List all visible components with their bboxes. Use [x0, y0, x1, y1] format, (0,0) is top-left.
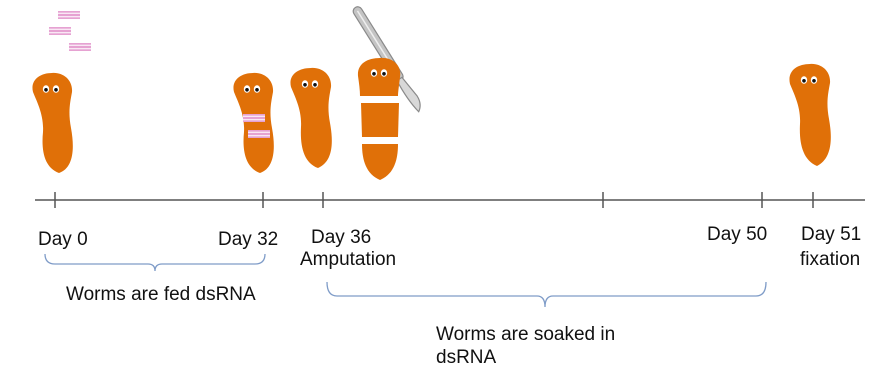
worm-trunk-fragment	[361, 103, 399, 137]
fed-phase-brace	[45, 254, 265, 271]
planarian-worm-icon	[233, 73, 273, 173]
dsrna-strand-icon	[49, 27, 71, 35]
dsrna-strands-free	[49, 11, 91, 51]
day-32-label: Day 32	[218, 229, 278, 251]
amputated-worm-fragments	[358, 58, 400, 180]
day-36-label: Day 36	[311, 227, 371, 249]
day-51-label: Day 51	[801, 224, 861, 246]
worm-tail-fragment	[362, 144, 398, 180]
timeline-axis	[35, 192, 865, 208]
dsrna-strand-icon	[243, 114, 265, 122]
amputation-label: Amputation	[300, 249, 396, 271]
soaked-phase-brace	[327, 282, 766, 307]
fed-phase-label: Worms are fed dsRNA	[66, 284, 256, 306]
worm-day-32	[233, 73, 273, 173]
planarian-worm-icon	[789, 64, 830, 166]
soaked-phase-label-line1: Worms are soaked in	[436, 324, 615, 346]
worm-day-0	[32, 73, 72, 173]
planarian-worm-icon	[290, 68, 331, 168]
dsrna-strand-icon	[58, 11, 80, 19]
day-50-label: Day 50	[707, 224, 767, 246]
fixation-label: fixation	[800, 249, 860, 271]
worm-day-51	[789, 64, 830, 166]
worm-day-36	[290, 68, 331, 168]
dsrna-strand-icon	[69, 43, 91, 51]
dsrna-strand-icon	[248, 130, 270, 138]
soaked-phase-label-line2: dsRNA	[436, 347, 496, 369]
worm-head-fragment	[358, 58, 400, 96]
day-0-label: Day 0	[38, 229, 88, 251]
planarian-worm-icon	[32, 73, 72, 173]
